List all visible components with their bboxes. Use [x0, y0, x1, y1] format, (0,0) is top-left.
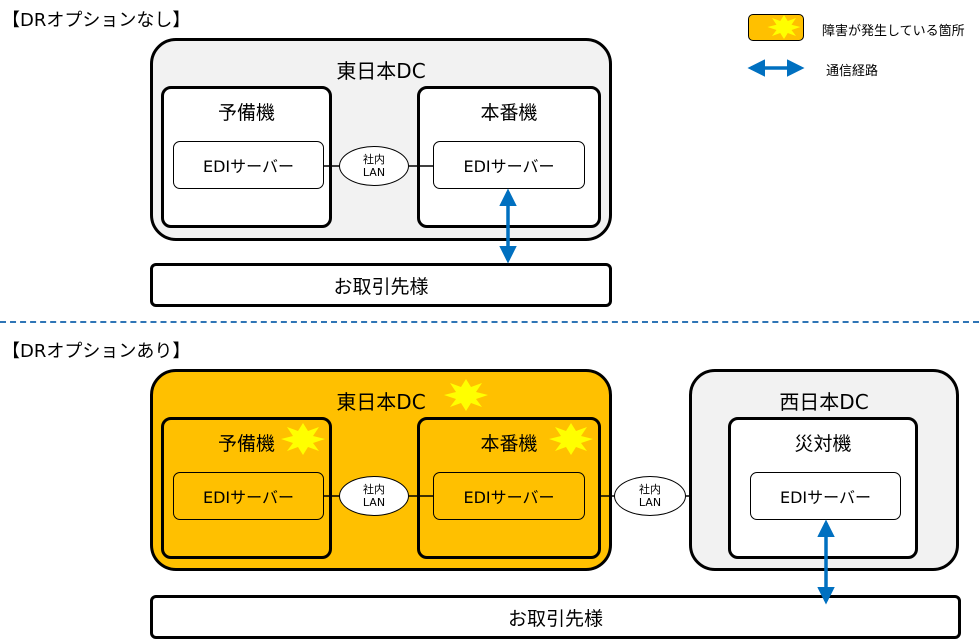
standby-edi-server: EDIサーバー — [173, 141, 324, 189]
primary-edi-server: EDIサーバー — [433, 141, 585, 189]
primary-machine-label-fault: 本番機 — [480, 433, 538, 455]
lan-label-line1: 社内 — [639, 483, 661, 496]
lan-label-line1: 社内 — [363, 153, 385, 166]
internal-lan-node-inter-dc: 社内 LAN — [614, 476, 686, 516]
internal-lan-node: 社内 LAN — [339, 146, 409, 186]
standby-machine-label-fault: 予備機 — [217, 433, 275, 455]
disaster-recovery-machine-label: 災対機 — [794, 433, 852, 455]
east-dc-label-fault: 東日本DC — [336, 390, 426, 414]
lan-label-line2: LAN — [362, 166, 386, 179]
standby-edi-server-fault: EDIサーバー — [173, 472, 324, 520]
west-dc-label: 西日本DC — [779, 390, 869, 414]
primary-machine-label: 本番機 — [480, 102, 538, 124]
fault-burst-icon — [281, 423, 325, 455]
lan-label-line2: LAN — [638, 496, 662, 509]
fault-burst-icon — [549, 423, 593, 455]
lan-label-line1: 社内 — [363, 483, 385, 496]
fault-burst-icon — [767, 15, 801, 39]
lan-label-line2: LAN — [362, 496, 386, 509]
section-divider — [0, 321, 979, 323]
primary-edi-server-fault: EDIサーバー — [433, 472, 585, 520]
standby-machine-label: 予備機 — [217, 102, 275, 124]
client-box: お取引先様 — [150, 263, 612, 307]
legend-fault-label: 障害が発生している箇所 — [822, 24, 965, 39]
east-dc-label: 東日本DC — [336, 59, 426, 83]
internal-lan-node-east: 社内 LAN — [339, 476, 409, 516]
section-title-no-dr: 【DRオプションなし】 — [2, 10, 191, 31]
fault-burst-icon — [444, 379, 488, 411]
section-title-with-dr: 【DRオプションあり】 — [2, 341, 191, 362]
legend-route-label: 通信経路 — [826, 64, 879, 79]
